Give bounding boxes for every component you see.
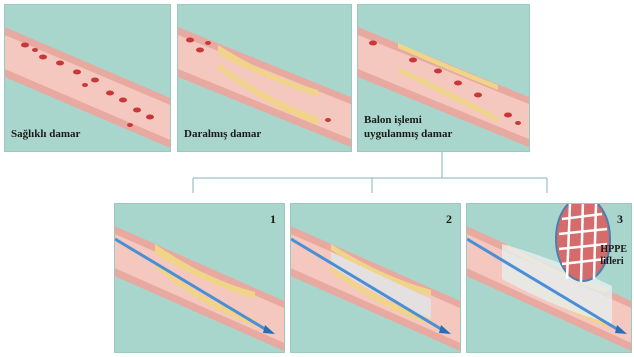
- caption-line-2: uygulanmış damar: [364, 127, 452, 141]
- panel-step-3: 3 HPPE lifleri: [466, 203, 632, 353]
- step-1-illustration: [115, 204, 285, 353]
- step-2-illustration: [291, 204, 461, 353]
- panel-step-1: 1: [114, 203, 285, 353]
- panel-narrowed-vessel: Daralmış damar: [177, 4, 352, 152]
- panel-step-2: 2: [290, 203, 461, 353]
- step-number-1: 1: [270, 212, 276, 227]
- hppe-label-line-2: lifleri: [600, 256, 627, 268]
- panel-healthy-vessel: Sağlıklı damar: [4, 4, 171, 152]
- caption-healthy-vessel: Sağlıklı damar: [11, 127, 80, 141]
- caption-line-1: Balon işlemi: [364, 113, 452, 127]
- hppe-label-line-1: HPPE: [600, 244, 627, 256]
- hppe-fiber-magnifier: [556, 204, 610, 282]
- caption-narrowed-vessel: Daralmış damar: [184, 127, 261, 141]
- panel-balloon-treated-vessel: Balon işlemi uygulanmış damar: [357, 4, 530, 152]
- caption-balloon-treated-vessel: Balon işlemi uygulanmış damar: [364, 113, 452, 141]
- step-number-2: 2: [446, 212, 452, 227]
- step-number-3: 3: [617, 212, 623, 227]
- hppe-fibers-label: HPPE lifleri: [600, 244, 627, 268]
- step-3-illustration: [467, 204, 632, 353]
